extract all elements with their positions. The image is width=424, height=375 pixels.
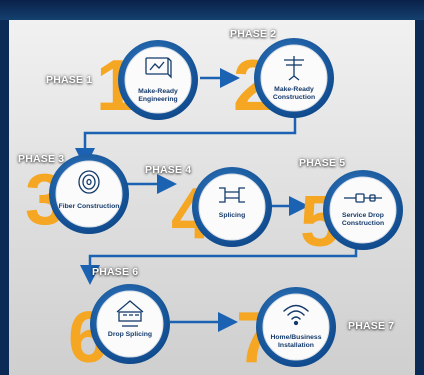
phase-1-disc <box>124 46 192 114</box>
connector-5-6 <box>80 246 358 285</box>
phase-4-disc <box>198 173 266 241</box>
phase-7-node: 7 <box>236 287 336 375</box>
phase-4-caption: Splicing <box>218 212 246 219</box>
phase-3-caption: Fiber Construction <box>58 203 120 210</box>
phase-1-label: PHASE 1 <box>46 74 93 86</box>
phase-4-node: 4 <box>171 167 272 254</box>
phase-6-label: PHASE 6 <box>92 266 139 278</box>
wifi-icon <box>283 304 309 326</box>
phase-1-node: 1 <box>96 40 198 126</box>
phase-2-node: 2 <box>233 38 334 126</box>
phase-5-node: 5 <box>300 170 403 262</box>
left-border <box>0 20 9 375</box>
blueprint-icon <box>145 57 172 79</box>
splice-icon <box>219 187 245 203</box>
connector-2-3 <box>75 118 297 168</box>
phase-6-caption: Drop Splicing <box>107 331 153 338</box>
phase-7-disc <box>262 293 330 361</box>
top-banner <box>0 0 424 20</box>
phase-1-caption: Make-Ready Engineering <box>138 88 178 103</box>
phase-4-label: PHASE 4 <box>145 164 192 176</box>
phase-7-label: PHASE 7 <box>348 320 395 332</box>
phase-3-disc <box>55 160 123 228</box>
phase-5-disc <box>329 176 397 244</box>
phase-3-label: PHASE 3 <box>18 153 65 165</box>
phase-6-disc <box>96 290 164 358</box>
phase-5-caption: Service Drop Construction <box>341 212 385 227</box>
cable-spool-icon <box>78 170 100 194</box>
phase-2-disc <box>260 44 328 112</box>
right-border <box>415 20 424 375</box>
phase-2-caption: Make-Ready Construction <box>272 86 316 101</box>
connector-cable-icon <box>344 193 382 203</box>
phase-3-node: 3 <box>25 154 129 240</box>
phase-7-caption: Home/Business Installation <box>270 334 322 349</box>
phase-5-label: PHASE 5 <box>299 157 346 169</box>
house-network-icon <box>116 300 144 327</box>
phase-6-node: 6 <box>68 284 170 375</box>
phase-2-label: PHASE 2 <box>230 28 277 40</box>
utility-pole-icon <box>284 56 304 81</box>
